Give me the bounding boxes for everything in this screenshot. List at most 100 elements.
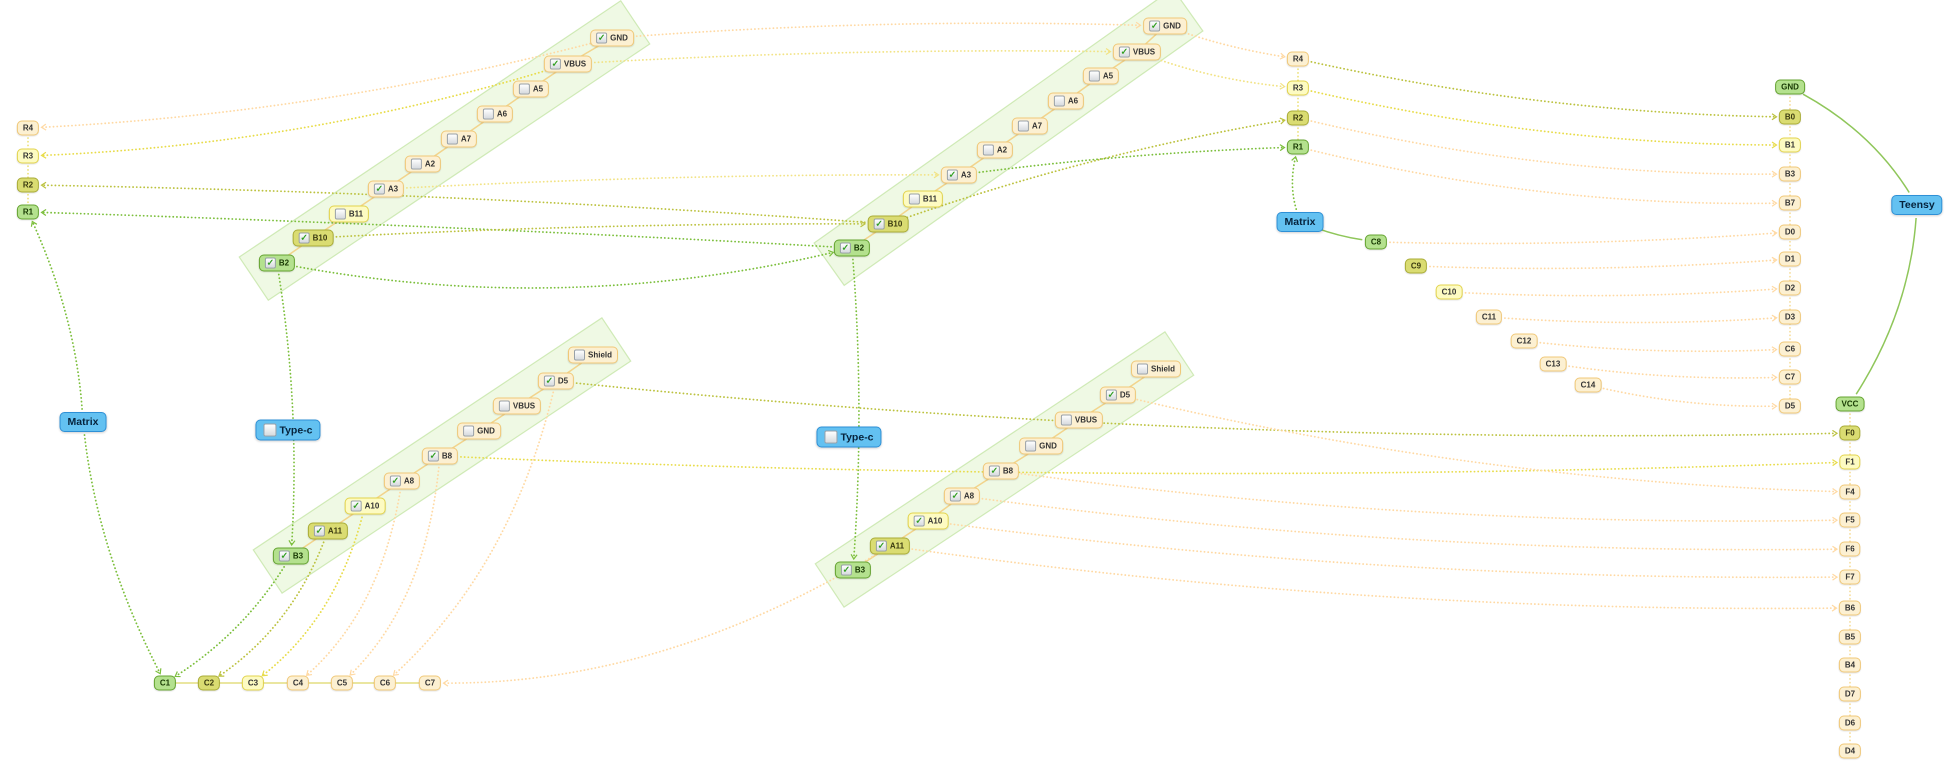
- node-g1-b11[interactable]: B11: [328, 205, 370, 223]
- checkbox-checked-icon[interactable]: ✓: [839, 242, 851, 254]
- checkbox-icon[interactable]: [463, 425, 475, 437]
- checkbox-icon[interactable]: [1088, 70, 1100, 82]
- node-t-c7[interactable]: C7: [1778, 369, 1802, 385]
- checkbox-icon[interactable]: [518, 83, 530, 95]
- checkbox-checked-icon[interactable]: ✓: [875, 540, 887, 552]
- node-t-f0[interactable]: F0: [1839, 425, 1861, 441]
- node-t-f7[interactable]: F7: [1839, 569, 1861, 585]
- checkbox-checked-icon[interactable]: ✓: [946, 169, 958, 181]
- node-l-r3[interactable]: R3: [16, 148, 40, 164]
- node-t-f1[interactable]: F1: [1839, 454, 1861, 470]
- node-g1-vbus[interactable]: ✓VBUS: [543, 55, 593, 73]
- node-matrix-r[interactable]: Matrix: [1276, 212, 1324, 232]
- checkbox-icon[interactable]: [446, 133, 458, 145]
- node-c14[interactable]: C14: [1574, 377, 1602, 393]
- node-t-f5[interactable]: F5: [1839, 512, 1861, 528]
- node-l-r1[interactable]: R1: [16, 204, 40, 220]
- node-g1-a5[interactable]: A5: [512, 80, 550, 98]
- node-t-d2[interactable]: D2: [1778, 280, 1802, 296]
- checkbox-checked-icon[interactable]: ✓: [1118, 46, 1130, 58]
- checkbox-checked-icon[interactable]: ✓: [596, 32, 608, 44]
- node-g1-gnd[interactable]: ✓GND: [590, 29, 634, 47]
- checkbox-checked-icon[interactable]: ✓: [549, 58, 561, 70]
- node-t-d7[interactable]: D7: [1838, 686, 1862, 702]
- node-g1-b2[interactable]: ✓B2: [258, 254, 296, 272]
- node-g3-gnd[interactable]: GND: [457, 422, 501, 440]
- checkbox-checked-icon[interactable]: ✓: [949, 490, 961, 502]
- node-g4-vbus[interactable]: VBUS: [1054, 411, 1104, 429]
- node-t-d5[interactable]: D5: [1778, 398, 1802, 414]
- node-g3-a8[interactable]: ✓A8: [383, 472, 421, 490]
- checkbox-icon[interactable]: [824, 430, 838, 444]
- node-g2-b11[interactable]: B11: [902, 190, 944, 208]
- checkbox-icon[interactable]: [982, 144, 994, 156]
- node-c1[interactable]: C1: [153, 675, 177, 691]
- checkbox-checked-icon[interactable]: ✓: [264, 257, 276, 269]
- node-t-b4[interactable]: B4: [1838, 657, 1862, 673]
- node-g1-b10[interactable]: ✓B10: [292, 229, 334, 247]
- node-teensy[interactable]: Teensy: [1891, 195, 1943, 215]
- node-t-b7[interactable]: B7: [1778, 195, 1802, 211]
- node-g4-d5[interactable]: ✓D5: [1099, 386, 1137, 404]
- node-c9[interactable]: C9: [1404, 258, 1428, 274]
- node-g2-a5[interactable]: A5: [1082, 67, 1120, 85]
- checkbox-checked-icon[interactable]: ✓: [840, 564, 852, 576]
- node-g1-a2[interactable]: A2: [404, 155, 442, 173]
- checkbox-checked-icon[interactable]: ✓: [1105, 389, 1117, 401]
- checkbox-icon[interactable]: [573, 349, 585, 361]
- node-m-r4[interactable]: R4: [1286, 51, 1310, 67]
- checkbox-checked-icon[interactable]: ✓: [350, 500, 362, 512]
- node-l-r2[interactable]: R2: [16, 177, 40, 193]
- node-g1-a6[interactable]: A6: [476, 105, 514, 123]
- checkbox-checked-icon[interactable]: ✓: [298, 232, 310, 244]
- node-g1-a7[interactable]: A7: [440, 130, 478, 148]
- node-g3-a11[interactable]: ✓A11: [307, 522, 349, 540]
- node-g3-shield[interactable]: Shield: [567, 346, 619, 364]
- node-g3-vbus[interactable]: VBUS: [492, 397, 542, 415]
- node-g3-a10[interactable]: ✓A10: [344, 497, 386, 515]
- node-t-c6[interactable]: C6: [1778, 341, 1802, 357]
- node-g2-a3[interactable]: ✓A3: [940, 166, 978, 184]
- node-g4-a11[interactable]: ✓A11: [869, 537, 911, 555]
- node-g4-b8[interactable]: ✓B8: [982, 462, 1020, 480]
- checkbox-icon[interactable]: [1136, 363, 1148, 375]
- node-g3-d5[interactable]: ✓D5: [537, 372, 575, 390]
- node-matrix-l[interactable]: Matrix: [59, 412, 107, 432]
- checkbox-icon[interactable]: [1060, 414, 1072, 426]
- node-t-f4[interactable]: F4: [1839, 484, 1861, 500]
- node-t-d3[interactable]: D3: [1778, 309, 1802, 325]
- node-m-r3[interactable]: R3: [1286, 80, 1310, 96]
- node-t-f6[interactable]: F6: [1839, 541, 1861, 557]
- checkbox-icon[interactable]: [498, 400, 510, 412]
- node-g3-b8[interactable]: ✓B8: [421, 447, 459, 465]
- checkbox-icon[interactable]: [1025, 440, 1037, 452]
- node-g4-a8[interactable]: ✓A8: [943, 487, 981, 505]
- node-t-b1[interactable]: B1: [1778, 137, 1802, 153]
- node-c12[interactable]: C12: [1510, 333, 1538, 349]
- node-g3-b3[interactable]: ✓B3: [272, 547, 310, 565]
- node-t-b3[interactable]: B3: [1778, 166, 1802, 182]
- node-c11[interactable]: C11: [1475, 309, 1503, 325]
- checkbox-icon[interactable]: [1017, 120, 1029, 132]
- node-c4[interactable]: C4: [286, 675, 310, 691]
- checkbox-checked-icon[interactable]: ✓: [313, 525, 325, 537]
- node-c8[interactable]: C8: [1364, 234, 1388, 250]
- node-t-b5[interactable]: B5: [1838, 629, 1862, 645]
- node-typec-g4[interactable]: Type-c: [816, 426, 882, 448]
- node-c6[interactable]: C6: [373, 675, 397, 691]
- checkbox-checked-icon[interactable]: ✓: [278, 550, 290, 562]
- node-c10[interactable]: C10: [1435, 284, 1463, 300]
- node-c7[interactable]: C7: [418, 675, 442, 691]
- node-c3[interactable]: C3: [241, 675, 265, 691]
- node-g2-a6[interactable]: A6: [1047, 92, 1085, 110]
- checkbox-checked-icon[interactable]: ✓: [427, 450, 439, 462]
- node-t-gnd[interactable]: GND: [1775, 79, 1805, 95]
- node-m-r1[interactable]: R1: [1286, 139, 1310, 155]
- node-g2-b2[interactable]: ✓B2: [833, 239, 871, 257]
- node-g2-gnd[interactable]: ✓GND: [1143, 17, 1187, 35]
- node-t-vcc[interactable]: VCC: [1835, 396, 1865, 412]
- node-c2[interactable]: C2: [197, 675, 221, 691]
- node-g1-a3[interactable]: ✓A3: [367, 180, 405, 198]
- checkbox-checked-icon[interactable]: ✓: [543, 375, 555, 387]
- node-g2-b10[interactable]: ✓B10: [867, 215, 909, 233]
